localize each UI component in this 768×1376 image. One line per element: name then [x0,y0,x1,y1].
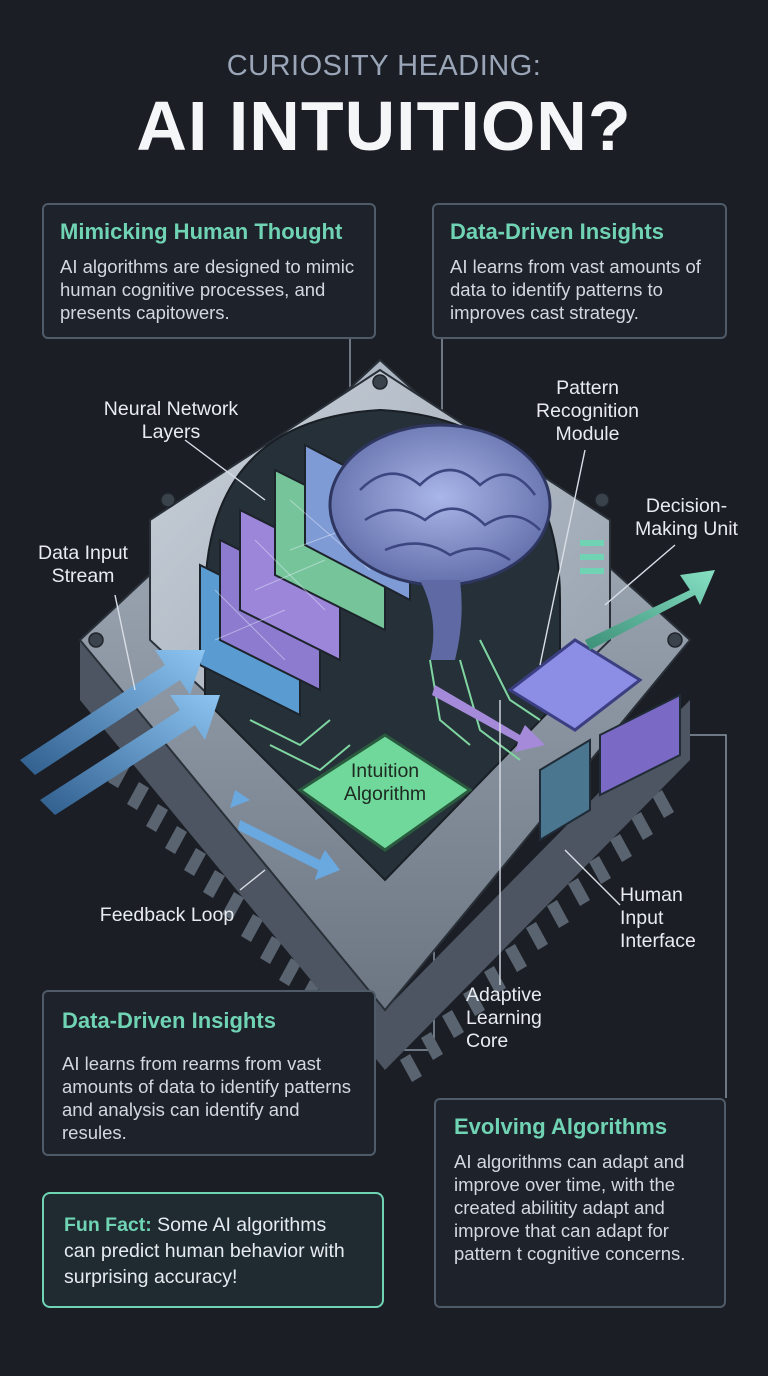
label-pattern-recognition: Pattern Recognition Module [520,377,655,446]
chip-pin [631,812,653,840]
chip-pin [652,790,674,818]
card-body: AI learns from vast amounts of data to i… [450,256,701,323]
chip-pin [146,804,168,832]
label-line: Stream [51,565,115,587]
page-title: AI INTUITION? [136,87,632,165]
chip-pin [165,826,187,854]
label-line: Interface [620,930,696,952]
label-line: Algorithm [343,783,427,805]
chip-base-side [80,640,690,1070]
card-body: AI algorithms can adapt and improve over… [454,1151,686,1264]
card-heading: Mimicking Human Thought [60,219,343,244]
card-data-driven-insights-top: Data-Driven Insights AI learns from vast… [432,203,727,339]
circuit-traces [249,639,541,772]
label-line: Adaptive [466,984,542,1006]
label-line: Data Input [38,542,128,564]
label-leaders [114,439,676,985]
label-line: Layers [141,421,201,443]
label-line: Decision- [645,495,728,517]
adaptive-arrow [432,685,545,752]
vent-slots [580,540,604,574]
chip-pin [241,914,263,942]
card-heading: Data-Driven Insights [62,1008,276,1033]
chip-pin [463,988,485,1016]
chip-pin [400,1054,422,1082]
intuition-algorithm-chip [297,733,473,852]
label-decision-making-unit: Decision- Making Unit [624,495,749,541]
fun-fact-text: Fun Fact: Some AI algorithms can predict… [64,1212,362,1290]
chip-pin [568,878,590,906]
label-line: Module [555,423,620,445]
data-input-arrows [20,650,220,815]
chip-pin [279,958,301,986]
card-evolving-algorithms: Evolving Algorithms AI algorithms can ad… [434,1098,726,1308]
chip-pin [260,936,282,964]
label-line: Recognition [536,400,639,422]
human-input-panel [539,738,591,842]
chip-pin [547,900,569,928]
label-line: Input [620,907,664,929]
brain-icon [328,423,552,587]
label-intuition-algorithm: Intuition Algorithm [320,760,450,806]
label-data-input-stream: Data Input Stream [28,542,138,588]
card-mimicking-human-thought: Mimicking Human Thought AI algorithms ar… [42,203,376,339]
chip-pin [421,1032,443,1060]
label-line: Intuition [350,760,420,782]
card-body: AI algorithms are designed to mimic huma… [60,256,355,323]
label-line: Making Unit [635,518,738,540]
card-body: AI learns from rearms from vast amounts … [62,1053,351,1143]
label-feedback-loop: Feedback Loop [99,904,235,926]
neural-layer-panels [199,443,411,717]
chip-pin [526,922,548,950]
brain-stem [420,580,462,660]
label-neural-network-layers: Neural Network Layers [86,398,256,444]
label-human-input-interface: Human Input Interface [620,884,710,953]
fun-fact-lead: Fun Fact: [64,1214,152,1236]
chip-pin [505,944,527,972]
chip-pin [222,892,244,920]
chip-pin [184,848,206,876]
decision-output-arrow [585,570,715,650]
decision-panel [599,693,681,797]
brain-folds [359,468,541,562]
chip-pin [484,966,506,994]
card-heading: Evolving Algorithms [454,1114,668,1139]
header-kicker: CURIOSITY HEADING: [226,50,542,82]
chip-pin [127,782,149,810]
chip-pin [610,834,632,862]
label-line: Pattern [556,377,619,399]
label-adaptive-learning-core: Adaptive Learning Core [466,984,566,1053]
card-heading: Data-Driven Insights [450,219,664,244]
chip-pin [203,870,225,898]
chip-pin [589,856,611,884]
screw-icons [88,374,683,648]
label-line: Neural Network [103,398,239,420]
feedback-loop-arrows [230,790,340,880]
label-line: Human [620,884,683,906]
pattern-recognition-chip [507,638,643,732]
fun-fact-body: Some AI algorithms can predict human beh… [64,1214,345,1288]
card-data-driven-insights-bottom: Data-Driven Insights AI learns from rear… [42,990,376,1156]
label-line: Core [466,1030,509,1052]
label-line: Learning [466,1007,542,1029]
fun-fact-card: Fun Fact: Some AI algorithms can predict… [42,1192,384,1308]
chip-pin [442,1010,464,1038]
